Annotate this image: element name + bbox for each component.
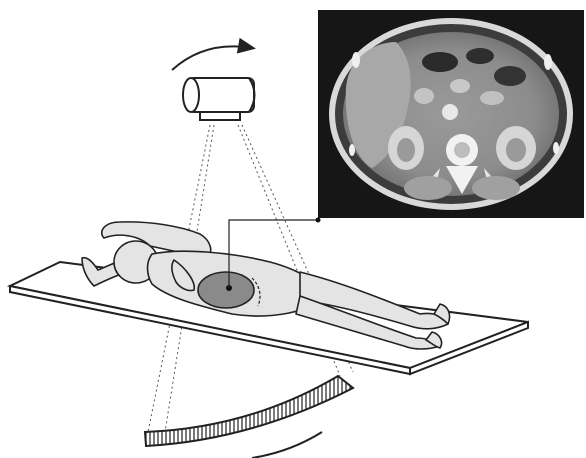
detector-array-icon: [145, 376, 353, 446]
rotation-arrow-icon: [172, 46, 252, 70]
xray-tube-icon: [183, 78, 255, 120]
ct-slice-image-icon: [318, 10, 584, 218]
scan-slice: [198, 272, 254, 308]
rotation-curve: [252, 432, 322, 458]
